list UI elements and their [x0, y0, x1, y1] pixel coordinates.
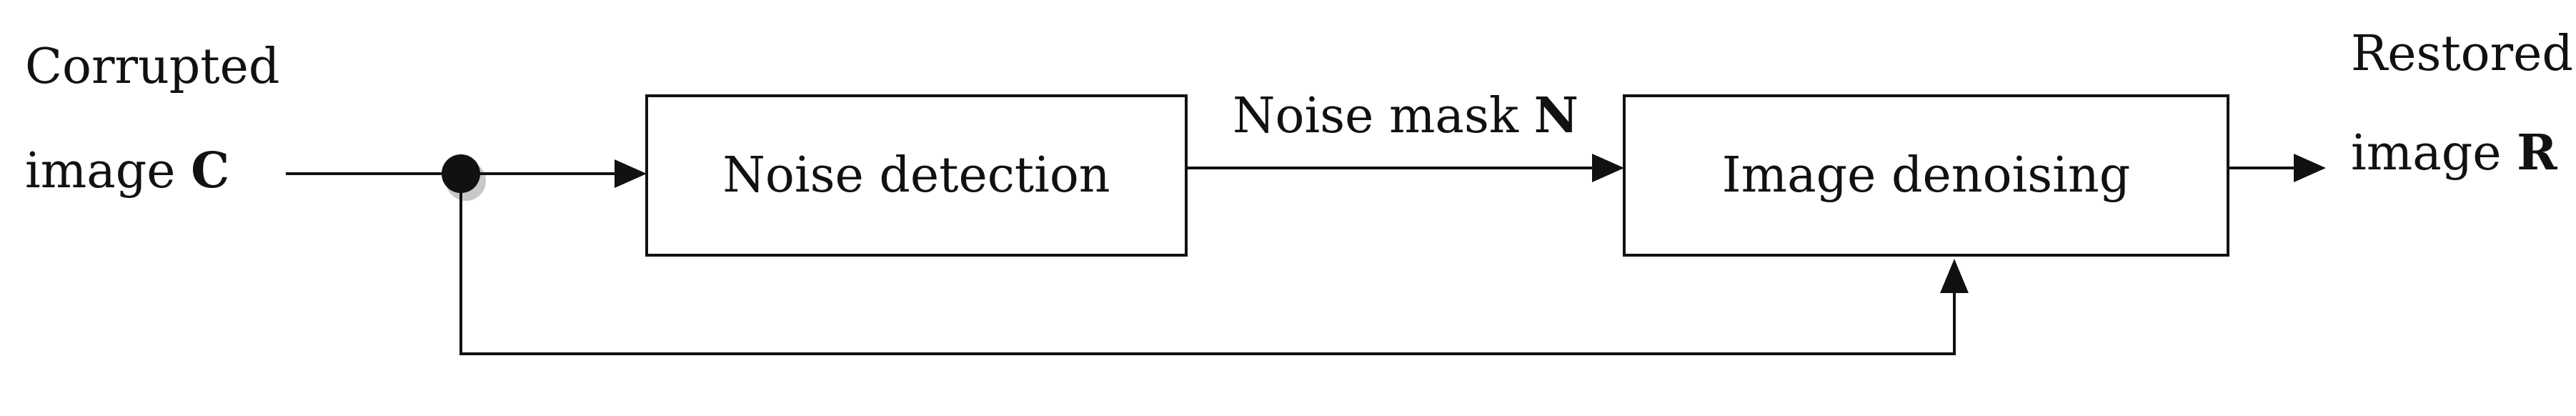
noise-mask-prefix: Noise mask	[1233, 88, 1534, 144]
output-label-line2: image R	[2351, 129, 2557, 178]
input-symbol: C	[191, 142, 230, 199]
noise-mask-label: Noise mask N	[1233, 91, 1578, 141]
noise-detection-label: Noise detection	[722, 147, 1110, 204]
bypass-arrowhead	[1940, 259, 1969, 293]
to-noise-detection-arrowhead	[615, 159, 647, 188]
input-label-prefix: image	[25, 143, 192, 199]
output-symbol: R	[2517, 124, 2557, 182]
input-label-line1: Corrupted	[25, 39, 280, 95]
noise-mask-symbol: N	[1533, 87, 1578, 144]
output-label-line1: Restored	[2351, 26, 2573, 82]
input-label-line2: image C	[25, 147, 229, 196]
output-label-prefix: image	[2351, 125, 2517, 182]
noise-detection-box	[645, 94, 1188, 257]
output-arrowhead	[2294, 154, 2326, 182]
image-denoising-box	[1623, 94, 2229, 257]
bypass-path	[459, 174, 1956, 355]
noise-mask-arrowhead	[1592, 154, 1624, 182]
image-denoising-label: Image denoising	[1721, 147, 2131, 204]
